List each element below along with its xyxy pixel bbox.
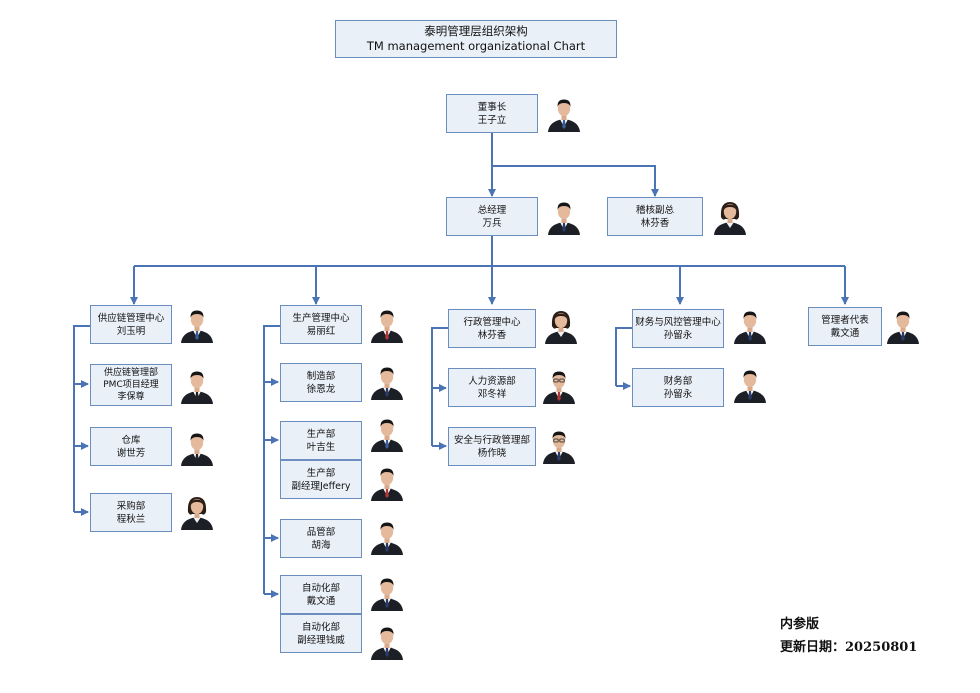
node-role: 稽核副总 xyxy=(635,204,674,216)
node-name: 徐恩龙 xyxy=(306,383,336,395)
node-production-2: 生产部 副经理Jeffery xyxy=(280,460,362,499)
node-role: 总经理 xyxy=(477,204,507,216)
node-role-secondary: PMC项目经理 xyxy=(103,380,159,390)
node-role: 仓库 xyxy=(121,434,141,446)
photo-mgmt-rep xyxy=(884,306,922,344)
node-finance-dept: 财务部 孙留永 xyxy=(632,368,724,407)
node-role: 财务部 xyxy=(663,375,693,387)
node-role: 董事长 xyxy=(477,101,507,113)
node-name: 孙留永 xyxy=(663,388,693,400)
photo-gm xyxy=(545,197,583,235)
node-quality: 品管部 胡海 xyxy=(280,519,362,558)
node-name: 孙留永 xyxy=(663,329,693,341)
node-role: 自动化部 xyxy=(301,582,340,594)
node-mgmt-rep: 管理者代表 戴文通 xyxy=(808,307,882,346)
node-name: 戴文通 xyxy=(830,327,860,339)
edition-label: 内参版 xyxy=(780,617,820,632)
photo-scm-dept xyxy=(178,366,216,404)
photo-chairman xyxy=(545,94,583,132)
photo-safety xyxy=(540,426,578,464)
update-date-value: 20250801 xyxy=(845,640,918,655)
update-date-line: 更新日期：20250801 xyxy=(780,636,917,655)
node-role: 生产部 xyxy=(306,428,336,440)
node-role: 生产部 xyxy=(306,467,336,479)
photo-warehouse xyxy=(178,428,216,466)
node-prod-center: 生产管理中心 易丽红 xyxy=(280,305,362,344)
node-role: 品管部 xyxy=(306,526,336,538)
node-role: 财务与风控管理中心 xyxy=(635,316,721,328)
node-role: 制造部 xyxy=(306,370,336,382)
node-gm: 总经理 万兵 xyxy=(446,197,538,236)
node-name: 刘玉明 xyxy=(116,325,146,337)
node-manufacturing: 制造部 徐恩龙 xyxy=(280,363,362,402)
node-safety: 安全与行政管理部 杨作晓 xyxy=(448,427,536,466)
line-scm-trunk xyxy=(73,325,90,512)
node-role: 安全与行政管理部 xyxy=(453,434,530,446)
update-date-label: 更新日期： xyxy=(780,640,846,655)
node-name: 戴文通 xyxy=(306,595,336,607)
node-role: 采购部 xyxy=(116,500,146,512)
photo-purchase xyxy=(178,492,216,530)
node-name: 程秋兰 xyxy=(116,513,146,525)
photo-finance-center xyxy=(731,306,769,344)
chart-title-en: TM management organizational Chart xyxy=(366,39,586,53)
node-scm-dept: 供应链管理部 PMC项目经理 李保尊 xyxy=(90,364,172,406)
node-name: 胡海 xyxy=(311,539,331,551)
photo-hr xyxy=(540,366,578,404)
node-role: 人力资源部 xyxy=(468,375,516,387)
node-name: 李保尊 xyxy=(117,392,145,402)
node-role: 生产管理中心 xyxy=(292,312,350,324)
node-name: 林芬香 xyxy=(640,217,670,229)
node-name: 副经理钱威 xyxy=(297,634,345,646)
photo-production-1 xyxy=(368,414,406,452)
node-name: 林芬香 xyxy=(477,329,507,341)
chart-title-box: 泰明管理层组织架构 TM management organizational C… xyxy=(335,20,617,58)
node-name: 万兵 xyxy=(482,217,502,229)
node-production-1: 生产部 叶吉生 xyxy=(280,421,362,460)
node-admin-center: 行政管理中心 林芬香 xyxy=(448,309,536,348)
photo-production-2 xyxy=(368,463,406,501)
photo-admin-center xyxy=(542,306,580,344)
photo-automation-1 xyxy=(368,573,406,611)
node-purchase: 采购部 程秋兰 xyxy=(90,493,172,532)
node-role: 管理者代表 xyxy=(821,314,869,326)
photo-quality xyxy=(368,517,406,555)
photo-automation-2 xyxy=(368,622,406,660)
node-role: 供应链管理中心 xyxy=(97,312,165,324)
node-name: 邓冬祥 xyxy=(477,388,507,400)
photo-audit xyxy=(711,197,749,235)
node-automation-1: 自动化部 戴文通 xyxy=(280,575,362,614)
node-name: 副经理Jeffery xyxy=(291,480,351,492)
node-role: 行政管理中心 xyxy=(463,316,521,328)
node-role: 自动化部 xyxy=(301,621,340,633)
node-name: 谢世芳 xyxy=(116,447,146,459)
node-warehouse: 仓库 谢世芳 xyxy=(90,427,172,466)
node-name: 易丽红 xyxy=(306,325,336,337)
photo-prod-center xyxy=(368,305,406,343)
node-scm-center: 供应链管理中心 刘玉明 xyxy=(90,305,172,344)
line-admin-trunk xyxy=(431,327,448,446)
line-chairman-audit xyxy=(492,165,659,197)
node-finance-center: 财务与风控管理中心 孙留永 xyxy=(632,309,724,348)
line-prod-trunk xyxy=(263,325,280,594)
chart-title-zh: 泰明管理层组织架构 xyxy=(424,24,528,38)
node-name: 王子立 xyxy=(477,114,507,126)
node-role: 供应链管理部 xyxy=(103,368,158,378)
node-chairman: 董事长 王子立 xyxy=(446,94,538,133)
node-name: 叶吉生 xyxy=(306,441,336,453)
photo-manufacturing xyxy=(368,362,406,400)
node-hr: 人力资源部 邓冬祥 xyxy=(448,368,536,407)
photo-finance-dept xyxy=(731,365,769,403)
photo-scm-center xyxy=(178,305,216,343)
node-automation-2: 自动化部 副经理钱威 xyxy=(280,614,362,653)
node-name: 杨作晓 xyxy=(477,447,507,459)
node-audit: 稽核副总 林芬香 xyxy=(607,197,703,236)
line-fin-trunk xyxy=(615,327,632,386)
